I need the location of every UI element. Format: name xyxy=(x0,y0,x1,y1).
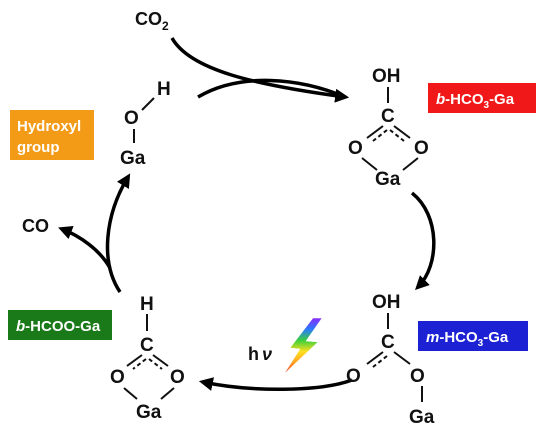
b-hco3-ga: Ga xyxy=(375,169,401,190)
b-hcoo-ga: Ga xyxy=(136,402,162,423)
b-hcoo-o-right: O xyxy=(170,367,185,388)
hydroxyl-label-line1: Hydroxyl xyxy=(17,118,81,135)
b-hcoo-o-left: O xyxy=(110,367,125,388)
arrow-bottom-arc xyxy=(198,377,353,392)
m-hco3-label-box xyxy=(418,321,528,351)
b-hcoo-c-or-bond xyxy=(152,354,169,367)
b-hco3-oh: OH xyxy=(372,66,401,87)
b-hco3-c-ol-bond xyxy=(366,125,384,139)
b-hcoo-c: C xyxy=(140,335,154,356)
co-label: CO xyxy=(22,216,49,236)
m-hco3-ga: Ga xyxy=(409,407,435,428)
hydroxyl-h-atom: H xyxy=(157,79,171,100)
b-hco3-o-left: O xyxy=(348,138,363,159)
m-hco3-o-left: O xyxy=(346,366,361,387)
b-hco3-c-ol-bond-dash xyxy=(372,129,388,142)
oh-bond xyxy=(141,97,155,111)
arrow-left-arc xyxy=(105,173,131,293)
b-hco3-o-right: O xyxy=(414,138,429,159)
hydroxyl-label-box xyxy=(10,110,94,160)
b-hcoo-c-or-bond-dash xyxy=(148,358,163,370)
b-hco3-structure: OH C O O Ga xyxy=(348,66,429,190)
m-hco3-c-or-bond xyxy=(393,351,411,365)
hydroxyl-label-line2: group xyxy=(17,139,60,156)
b-hcoo-c-ol-bond-dash xyxy=(132,358,147,370)
m-hco3-c-ol-bond xyxy=(366,351,384,365)
b-hcoo-or-ga-bond xyxy=(160,387,175,400)
m-hco3-label-text: m-HCO3-Ga xyxy=(426,329,509,349)
m-hco3-o-right: O xyxy=(410,366,425,387)
b-hcoo-h: H xyxy=(140,294,154,315)
m-hco3-oh: OH xyxy=(372,292,401,313)
lightning-icon xyxy=(283,317,323,375)
b-hcoo-label-text: b-HCOO-Ga xyxy=(16,318,101,335)
b-hco3-ga-label: b-HCO3-Ga xyxy=(428,83,536,113)
m-hco3-c: C xyxy=(381,332,395,353)
b-hco3-or-ga-bond xyxy=(402,157,419,171)
hydroxyl-structure: H O Ga xyxy=(120,79,171,169)
b-hco3-label-text: b-HCO3-Ga xyxy=(436,91,515,111)
arrow-co-release xyxy=(58,226,112,269)
m-hco3-ga-label: m-HCO3-Ga xyxy=(418,321,528,351)
b-hcoo-c-ol-bond xyxy=(126,354,143,367)
b-hcoo-label-box xyxy=(8,310,112,340)
b-hco3-ol-ga-bond xyxy=(361,157,378,171)
arrow-top-arc xyxy=(197,78,346,99)
b-hcoo-structure: H C O O Ga xyxy=(110,294,185,423)
b-hcoo-ga-label: b-HCOO-Ga xyxy=(8,310,112,340)
hydroxyl-ga-atom: Ga xyxy=(120,148,146,169)
co2-label: CO2 xyxy=(135,9,169,33)
b-hco3-c: C xyxy=(381,106,395,127)
hydroxyl-o-atom: O xyxy=(124,108,139,129)
arrow-right-arc xyxy=(410,191,436,290)
m-hco3-structure: OH C O O Ga xyxy=(346,292,435,428)
hydroxyl-group-label: Hydroxyl group xyxy=(10,110,94,160)
arrow-co2-adsorption xyxy=(170,37,350,103)
b-hcoo-ol-ga-bond xyxy=(123,387,138,400)
b-hco3-label-box xyxy=(428,83,536,113)
b-hco3-c-or-bond xyxy=(393,125,411,139)
b-hco3-c-or-bond-dash xyxy=(389,129,405,142)
m-hco3-c-ol-bond-dash xyxy=(372,355,388,368)
